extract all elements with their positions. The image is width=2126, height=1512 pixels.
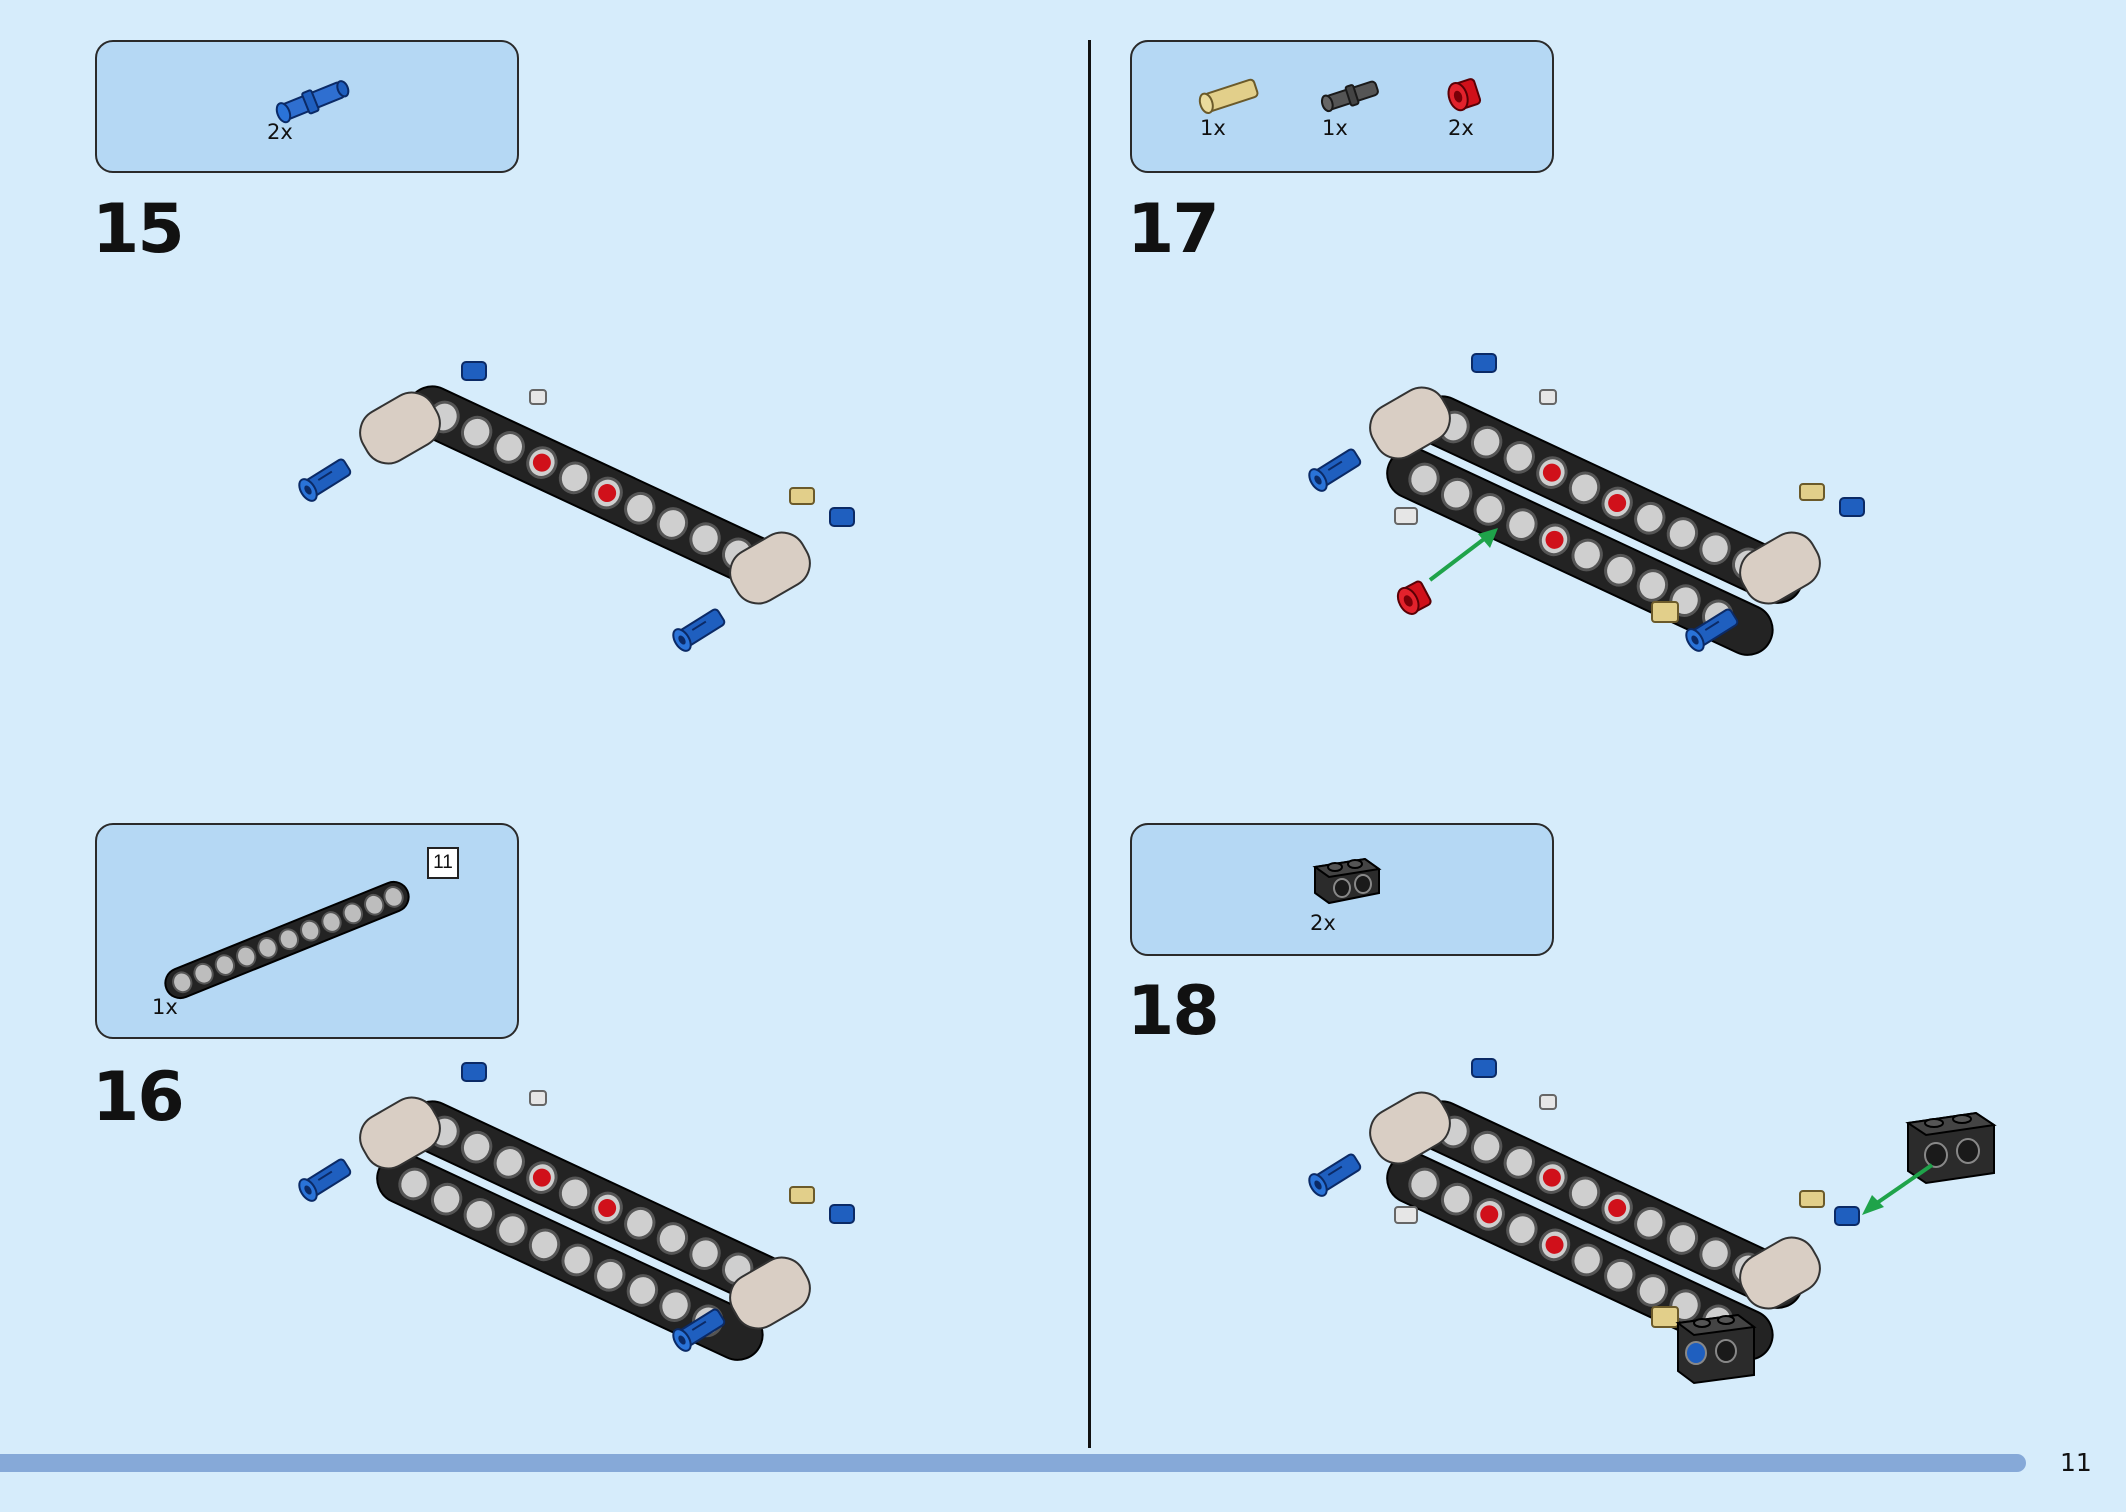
step-17-assembly (1304, 353, 1865, 656)
black-brick-with-holes-icon (1312, 857, 1382, 905)
step-17-parts-box: 1x 1x 2x (1130, 40, 1554, 173)
part-quantity: 2x (267, 120, 293, 144)
step-18-assembly (1304, 1058, 1997, 1385)
black-11-beam-icon (164, 880, 410, 1000)
part-quantity: 2x (1310, 911, 1336, 935)
part-quantity: 1x (1322, 116, 1348, 140)
page-divider (1088, 40, 1091, 1448)
step-number: 15 (92, 190, 185, 269)
step-15-assembly (294, 361, 855, 655)
step-number: 18 (1127, 972, 1220, 1051)
step-16-parts-box: 11 1x (95, 823, 519, 1039)
part-quantity: 1x (1200, 116, 1226, 140)
tan-axle-pin-icon (1198, 78, 1259, 115)
footer-bar (0, 1454, 2026, 1472)
step-number: 16 (92, 1058, 185, 1137)
part-quantity: 2x (1448, 116, 1474, 140)
step-16-assembly (294, 1062, 855, 1361)
step-15-parts-box: 2x (95, 40, 519, 173)
part-quantity: 1x (152, 995, 178, 1019)
dark-gray-pin-icon (1320, 80, 1379, 113)
red-axle-connector-icon (1444, 76, 1483, 114)
beam-length-badge: 11 (427, 847, 459, 879)
step-number: 17 (1127, 190, 1220, 269)
page-number: 11 (2060, 1448, 2092, 1477)
step-18-parts-box: 2x (1130, 823, 1554, 956)
blue-axle-pin-icon (275, 80, 350, 124)
